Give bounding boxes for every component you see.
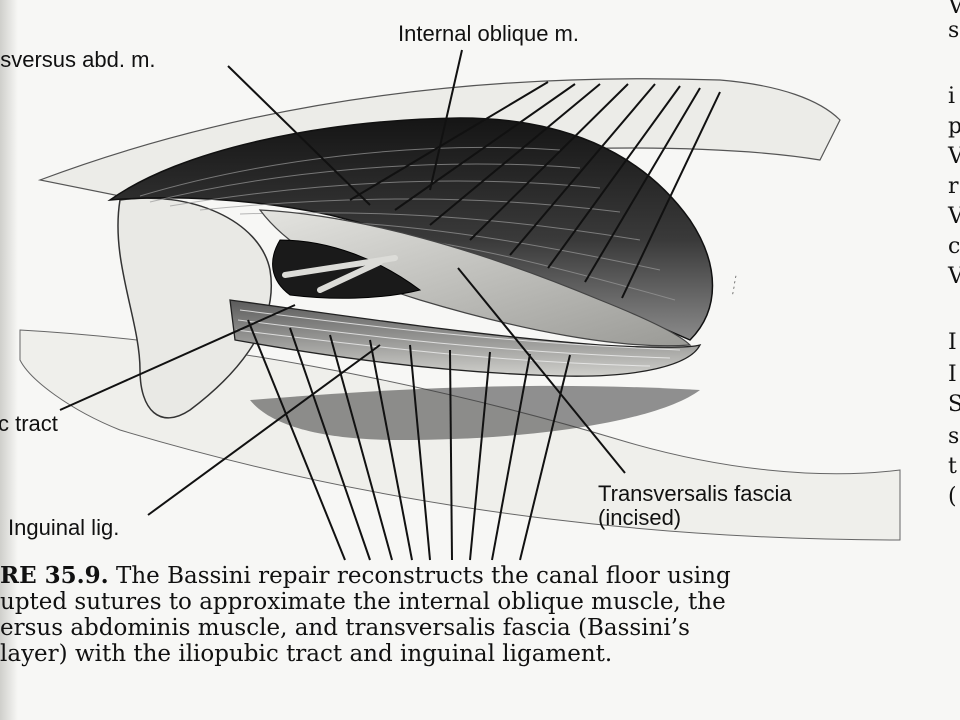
leader-inguinal-lig — [147, 344, 381, 516]
lower-shadow — [250, 385, 700, 440]
right-glyph: s — [948, 424, 960, 449]
right-glyph: i — [948, 84, 956, 109]
right-glyph: V — [948, 0, 960, 19]
right-glyph: c — [948, 234, 960, 259]
vessels — [282, 255, 398, 293]
figure-number: RE 35.9. — [0, 562, 109, 589]
label-leader-lines — [59, 49, 626, 516]
label-transversalis-fascia-line2: (incised) — [598, 505, 682, 531]
deep-cavity — [272, 239, 422, 299]
inguinal-ligament-band — [229, 299, 702, 377]
label-internal-oblique: Internal oblique m. — [398, 21, 579, 46]
ligament-striations — [235, 309, 681, 367]
right-glyph: r — [948, 174, 959, 199]
caption-line-1: RE 35.9. The Bassini repair reconstructs… — [0, 562, 900, 590]
right-glyph: V — [948, 204, 960, 229]
caption-line-3: ersus abdominis muscle, and transversali… — [0, 615, 690, 641]
caption-line-4: layer) with the iliopubic tract and ingu… — [0, 641, 613, 667]
leader-iliopubic-tract — [59, 304, 296, 411]
right-glyph: V — [948, 264, 960, 289]
cropped-text-column: V s i p V r V c V I I S s t ( — [944, 0, 960, 720]
label-transversalis-fascia-line1: Transversalis fascia — [598, 481, 792, 506]
upper-sutures — [349, 81, 721, 299]
right-glyph: p — [948, 114, 960, 139]
label-transversalis-fascia: Transversalis fascia (incised) — [598, 481, 792, 531]
figure-caption: RE 35.9. The Bassini repair reconstructs… — [0, 562, 900, 668]
right-glyph: I — [948, 362, 957, 387]
lower-sutures — [247, 319, 571, 561]
artist-signature: - - - - — [727, 274, 740, 295]
leader-transversus-abd — [227, 65, 371, 206]
spermatic-cord — [117, 197, 272, 419]
caption-line-2: upted sutures to approximate the interna… — [0, 589, 726, 615]
leader-transversalis-fascia — [457, 267, 626, 474]
right-glyph: I — [948, 330, 957, 355]
right-glyph: t — [948, 454, 957, 479]
label-transversus-abd: nsversus abd. m. — [0, 47, 156, 72]
caption-line-1-text: The Bassini repair reconstructs the cana… — [108, 563, 731, 589]
right-glyph: V — [948, 144, 960, 169]
label-inguinal-lig: Inguinal lig. — [8, 515, 120, 540]
label-iliopubic-tract: c tract — [0, 411, 58, 436]
right-glyph: s — [948, 18, 960, 43]
right-glyph: ( — [948, 484, 957, 509]
right-glyph: S — [948, 392, 960, 417]
leader-internal-oblique — [429, 49, 463, 191]
page-edge-shadow — [0, 0, 18, 720]
